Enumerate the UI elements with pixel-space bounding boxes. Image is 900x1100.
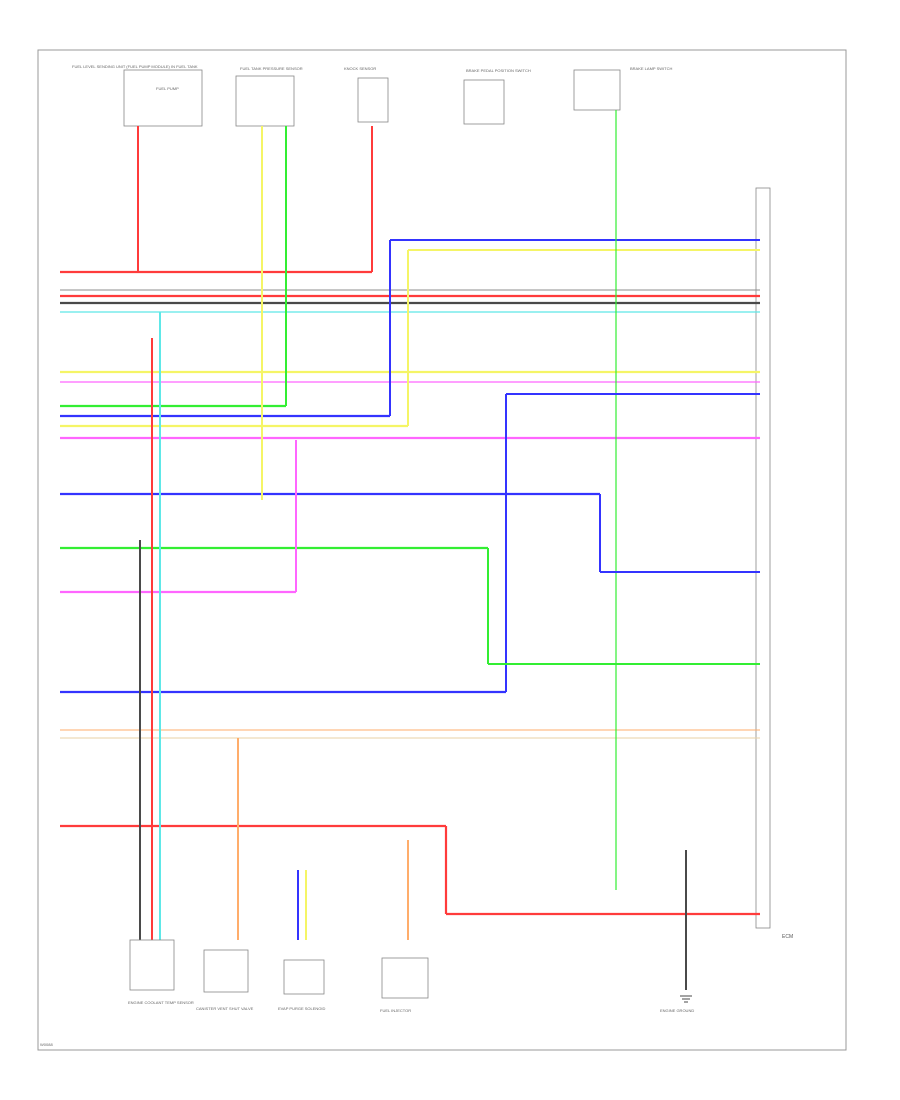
knock-sensor xyxy=(357,77,389,123)
brake-pedal-sensor xyxy=(573,69,621,111)
brake-switch-label: BRAKE PEDAL POSITION SWITCH xyxy=(466,68,531,73)
fuel-tank-pressure-sensor xyxy=(235,75,295,127)
vertical-wires xyxy=(137,110,760,990)
brake-switch xyxy=(463,79,505,125)
ecm-label: ECM xyxy=(782,934,793,940)
ground-label: ENGINE GROUND xyxy=(660,1008,694,1013)
knock-sensor-label: KNOCK SENSOR xyxy=(344,66,376,71)
ecm-connector-right xyxy=(755,187,771,929)
engine-coolant-label: ENGINE COOLANT TEMP SENSOR xyxy=(128,1000,194,1005)
footer-code: W0088 xyxy=(40,1042,53,1047)
diagram-frame xyxy=(37,49,847,1051)
fuel-injector xyxy=(381,957,429,999)
canister-vent-label: CANISTER VENT SHUT VALVE xyxy=(196,1006,254,1011)
canister-vent-valve xyxy=(203,949,249,993)
fuel-injector-label: FUEL INJECTOR xyxy=(380,1008,411,1013)
brake-pedal-sensor-label: BRAKE LAMP SWITCH xyxy=(630,66,672,71)
wire-harness xyxy=(60,270,760,916)
engine-coolant-sensor xyxy=(129,939,175,991)
purge-solenoid-label: EVAP PURGE SOLENOID xyxy=(278,1006,326,1011)
purge-solenoid xyxy=(283,959,325,995)
ground-icon xyxy=(680,995,692,1003)
fuel-gauge-sender-label: FUEL LEVEL SENDING UNIT (FUEL PUMP MODUL… xyxy=(72,64,198,69)
fuel-pump-module xyxy=(123,69,203,127)
fuel-tank-pressure-label: FUEL TANK PRESSURE SENSOR xyxy=(240,66,303,71)
fuel-pump-label: FUEL PUMP xyxy=(156,86,179,91)
